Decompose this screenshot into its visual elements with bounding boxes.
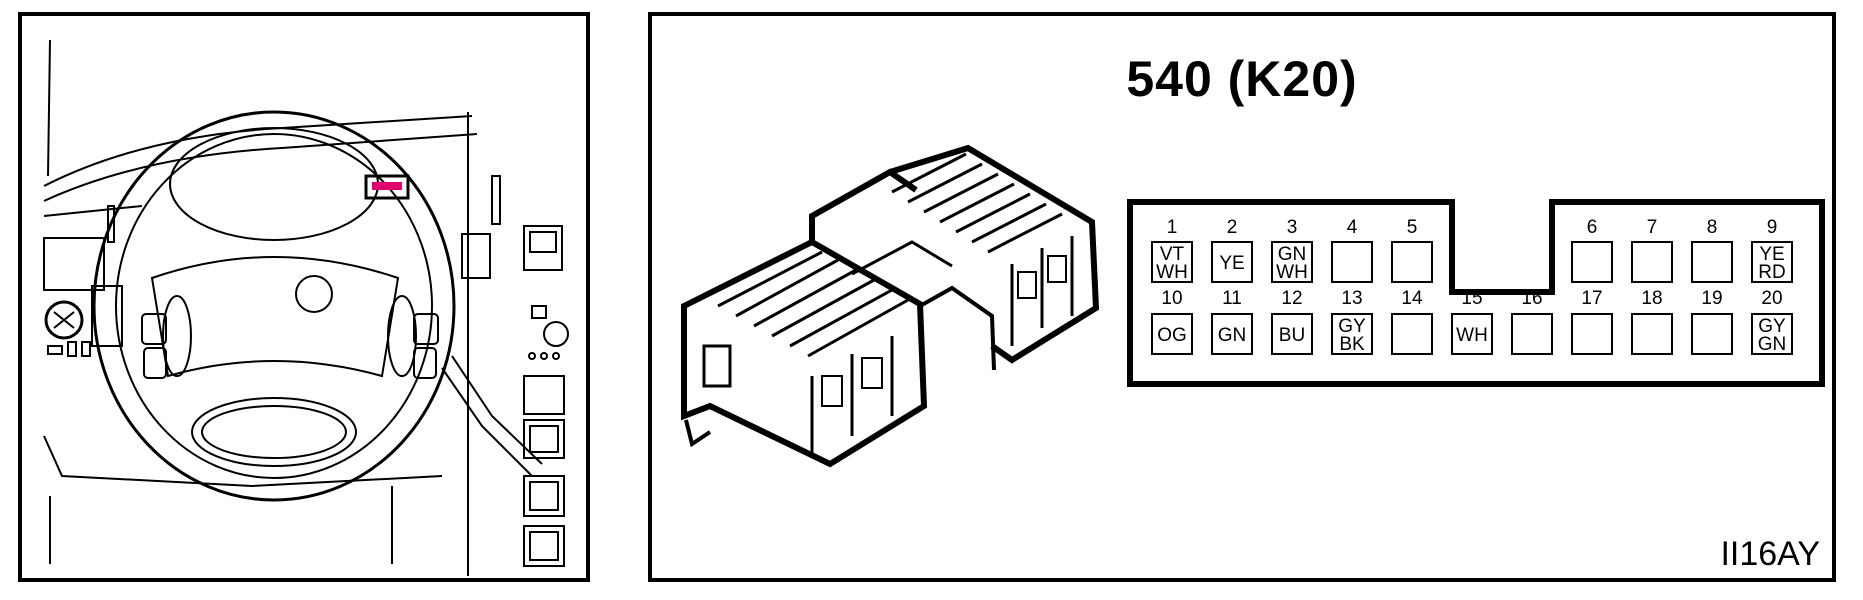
pin-cavity [1391,241,1433,283]
pin-cavity [1391,313,1433,355]
pin-number: 4 [1347,217,1358,238]
pin-cavity [1451,313,1493,355]
connector-title: 540 (K20) [1126,51,1358,107]
pin-wire-color: BK [1339,334,1365,355]
connector-pin: 5 [1391,217,1433,283]
pin-number: 3 [1287,217,1298,238]
pin-number: 17 [1581,288,1602,309]
pin-cavity [1151,241,1193,283]
pin-number: 2 [1227,217,1238,238]
pin-wire-color: GN [1278,244,1307,265]
pin-wire-color: VT [1160,244,1185,265]
pin-cavity [1271,241,1313,283]
pin-cavity [1271,313,1313,355]
pin-cavity [1331,313,1373,355]
pin-cavity [1751,241,1793,283]
pin-wire-color: RD [1758,262,1785,283]
pin-number: 1 [1167,217,1178,238]
pin-cavity [1211,313,1253,355]
pin-wire-color: WH [1276,262,1308,283]
pin-wire-color: BU [1279,325,1305,346]
pin-wire-color: OG [1157,325,1187,346]
connector-pin: 4 [1331,217,1373,283]
pin-face-outline [1127,199,1825,387]
locator-panel [18,12,590,582]
pin-number: 18 [1641,288,1662,309]
locator-highlight [372,182,402,190]
pin-cavity [1691,241,1733,283]
pin-wire-color: GN [1758,334,1787,355]
pin-wire-color: GY [1338,316,1366,337]
pin-wire-color: GN [1218,325,1247,346]
pin-number: 5 [1407,217,1418,238]
pin-number: 7 [1647,217,1658,238]
pin-cavity [1631,241,1673,283]
pin-number: 13 [1341,288,1362,309]
connector-pin: 6 [1571,217,1613,283]
connector-pin: 16 [1511,288,1553,355]
pin-number: 15 [1461,288,1482,309]
pin-number: 12 [1281,288,1302,309]
pin-cavity [1331,241,1373,283]
pin-number: 14 [1401,288,1423,309]
pin-number: 19 [1701,288,1722,309]
connector-pin: 2YE [1211,217,1253,283]
pin-wire-color: WH [1156,262,1188,283]
pin-number: 20 [1761,288,1782,309]
dashboard-drawing [43,39,569,576]
pin-cavity [1571,241,1613,283]
connector-pin: 17 [1571,288,1613,355]
connector-pin: 19 [1691,288,1733,355]
pin-cavity [1151,313,1193,355]
figure-code: II16AY [1720,535,1820,573]
pin-cavity [1211,241,1253,283]
pin-number: 11 [1222,288,1242,309]
pin-wire-color: GY [1758,316,1786,337]
pin-number: 16 [1521,288,1542,309]
pin-cavity [1511,313,1553,355]
connector-pin: 18 [1631,288,1673,355]
pin-number: 6 [1587,217,1598,238]
pin-cavity [1691,313,1733,355]
pin-number: 8 [1707,217,1718,238]
pin-cavity [1751,313,1793,355]
connector-pin: 14 [1391,288,1433,355]
pin-wire-color: WH [1456,325,1488,346]
pin-number: 10 [1161,288,1182,309]
connector-pin: 7 [1631,217,1673,283]
pin-cavity [1571,313,1613,355]
pin-wire-color: YE [1759,244,1784,265]
pin-cavity [1631,313,1673,355]
pin-wire-color: YE [1219,253,1244,274]
connector-pin: 8 [1691,217,1733,283]
connector-3d-drawing [681,144,1100,468]
locator-marker [364,174,410,200]
pin-number: 9 [1767,217,1778,238]
